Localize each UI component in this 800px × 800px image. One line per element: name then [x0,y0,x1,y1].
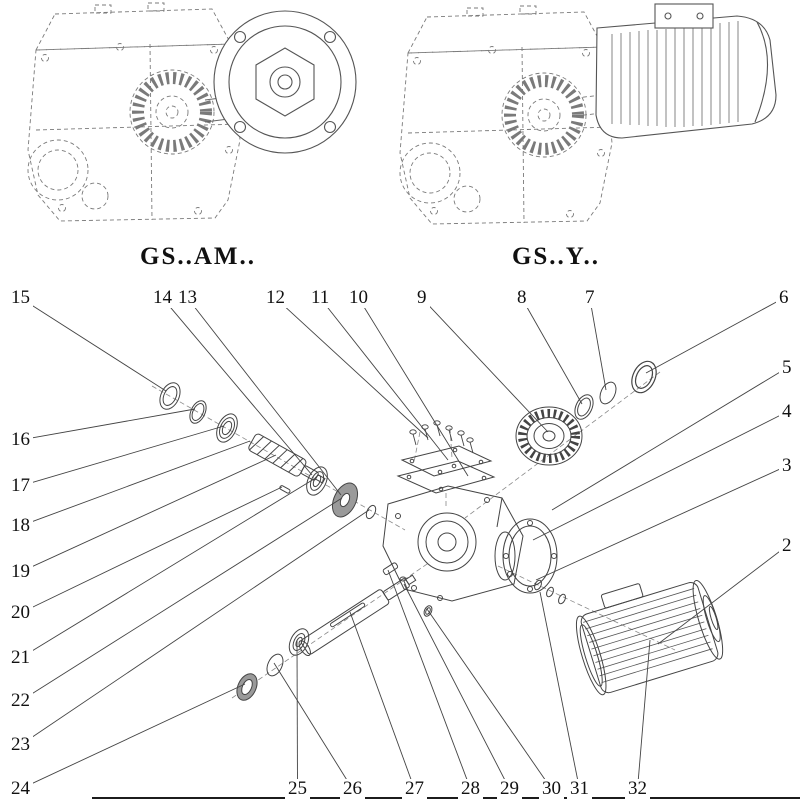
part-gasket-10 [396,460,496,494]
part-callout-15: 15 [8,288,33,308]
part-ring-6 [631,360,657,394]
exploded-view-drawing [151,360,724,701]
motor-drawing [595,3,777,139]
part-callout-12: 12 [263,288,288,308]
part-callout-28: 28 [458,779,483,799]
part-callout-13: 13 [175,288,200,308]
part-callout-8: 8 [514,288,530,308]
part-ring-8 [574,394,594,420]
assembly-axis-lines [151,371,676,699]
part-cover-plate-11 [400,445,493,477]
part-worm-shaft-19 [248,433,326,484]
part-bearing-25 [288,628,310,656]
part-callout-22: 22 [8,691,33,711]
part-callout-24: 24 [8,779,33,799]
part-callout-30: 30 [539,779,564,799]
variant-label-gs-y: GS..Y.. [511,243,601,270]
part-worm-wheel-22 [331,482,359,518]
part-callout-29: 29 [497,779,522,799]
part-washers-30-31 [534,579,566,605]
page-edge-line [92,797,800,799]
part-seal-ring-15 [159,382,181,410]
part-circlip-7 [599,381,617,405]
part-callout-31: 31 [567,779,592,799]
part-pin-20 [279,485,291,494]
part-oil-seal-24 [236,673,258,701]
part-circlip-26 [266,653,284,677]
flange-drawing [213,10,357,154]
part-callout-6: 6 [776,288,792,308]
part-callout-11: 11 [308,288,333,308]
variant-label-gs-am: GS..AM.. [140,243,256,270]
part-callout-7: 7 [582,288,598,308]
part-callout-19: 19 [8,562,33,582]
part-callout-10: 10 [346,288,371,308]
part-callout-18: 18 [8,516,33,536]
gs-y-drawing [400,3,777,224]
part-callout-9: 9 [414,288,430,308]
part-callout-4: 4 [779,402,795,422]
part-callout-32: 32 [625,779,650,799]
part-key-28 [382,562,399,576]
part-motor-32 [575,579,724,696]
part-callout-14: 14 [150,288,175,308]
part-callout-20: 20 [8,603,33,623]
part-housing [382,485,524,602]
part-callout-3: 3 [779,456,795,476]
part-callout-17: 17 [8,476,33,496]
part-callout-25: 25 [285,779,310,799]
part-callout-23: 23 [8,735,33,755]
part-callout-26: 26 [340,779,365,799]
part-callout-5: 5 [779,358,795,378]
part-circlip-16 [189,400,207,424]
part-callout-2: 2 [779,536,795,556]
part-callout-21: 21 [8,648,33,668]
part-output-shaft-27 [298,574,417,657]
part-callout-27: 27 [402,779,427,799]
part-washer-30 [423,605,433,617]
part-screw-29 [399,576,409,592]
part-callout-16: 16 [8,430,33,450]
part-ring-23 [365,504,377,520]
gs-am-drawing [28,3,357,221]
part-gear-9 [515,406,583,466]
part-output-flange-4 [502,518,558,594]
part-bearing-21 [306,466,328,496]
leader-lines [20,297,788,790]
